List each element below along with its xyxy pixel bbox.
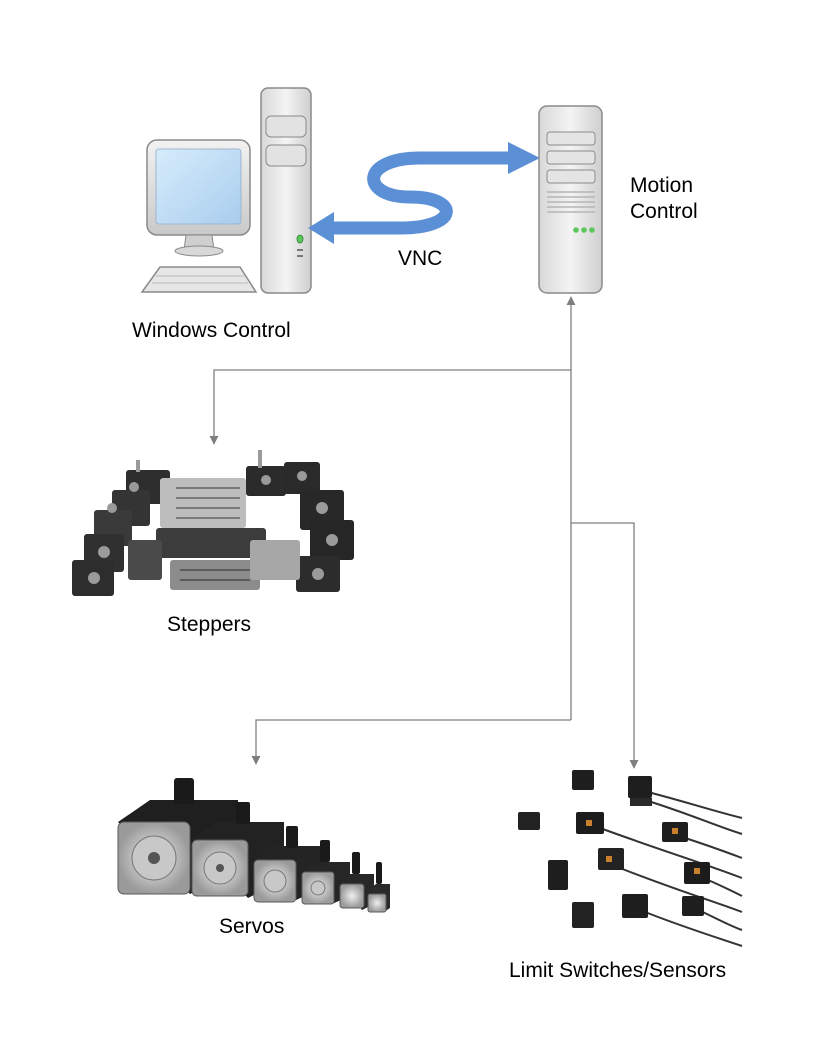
- windows-control-label: Windows Control: [132, 319, 291, 342]
- steppers-image: [72, 450, 354, 596]
- vnc-link: [308, 142, 540, 244]
- connector-lines: [209, 296, 639, 769]
- vnc-label: VNC: [398, 247, 443, 270]
- connector-limits: [571, 522, 639, 769]
- motion-control-server-icon: [538, 105, 603, 294]
- motion-control-label: Motion Control: [630, 173, 698, 225]
- connector-servos: [251, 719, 571, 765]
- vnc-arrowhead-right: [508, 142, 540, 174]
- limit-switches-label: Limit Switches/Sensors: [509, 959, 727, 982]
- steppers-label: Steppers: [167, 613, 252, 636]
- servos-image: [117, 778, 390, 913]
- servos-label: Servos: [219, 915, 285, 938]
- vnc-arrowhead-left: [308, 212, 334, 244]
- connector-steppers: [209, 369, 571, 445]
- windows-computer-icon: [140, 87, 312, 294]
- motion-control-label-line-1: Motion: [630, 174, 694, 197]
- motion-control-label-line-2: Control: [630, 200, 698, 223]
- limit-switches-image: [518, 770, 743, 947]
